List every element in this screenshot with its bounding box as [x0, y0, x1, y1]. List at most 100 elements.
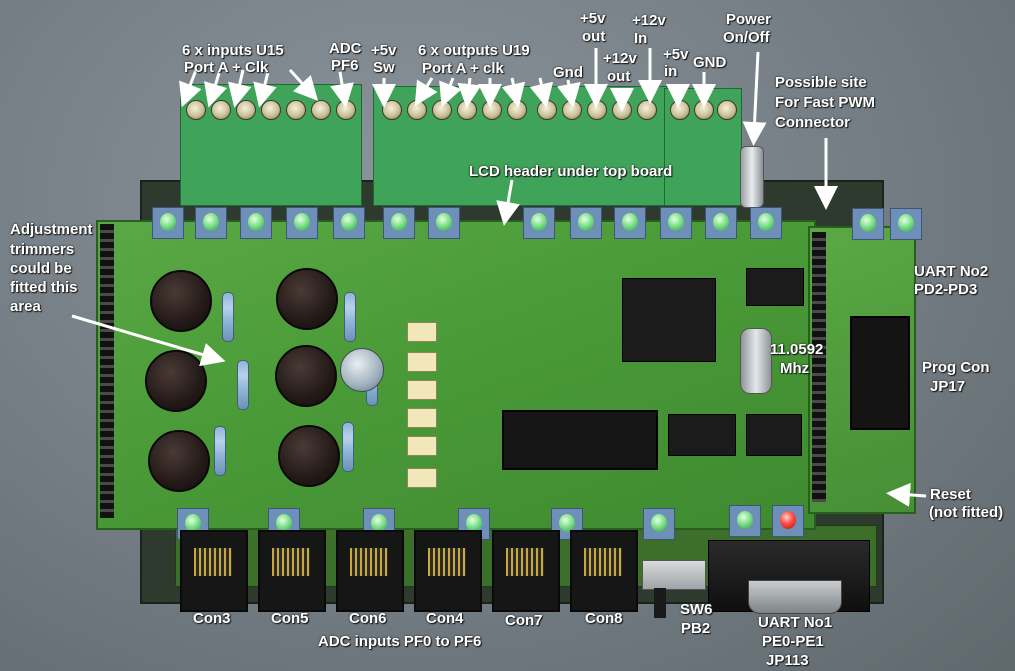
label-sw6-line2: PB2 [681, 620, 711, 637]
label-uart1-line1: UART No1 [758, 614, 833, 631]
power-inductor [145, 350, 207, 412]
led [705, 207, 737, 239]
power-inductor [278, 425, 340, 487]
led [660, 207, 692, 239]
label-port-a-clk: Port A + Clk [184, 59, 269, 76]
led [729, 505, 761, 537]
label-con6: Con6 [349, 610, 387, 627]
microcontroller-chip [622, 278, 716, 362]
ic-chip [746, 268, 804, 306]
label-fast-pwm-line3: Connector [775, 114, 850, 131]
ic-chip [746, 414, 802, 456]
led-red [772, 505, 804, 537]
led [428, 207, 460, 239]
label-reset-line1: Reset [930, 486, 971, 503]
label-12v-in-line1: +12v [632, 12, 666, 29]
optocoupler [407, 322, 437, 342]
main-pcb [96, 220, 816, 530]
label-5v-out-line1: +5v [580, 10, 606, 27]
power-inductor [150, 270, 212, 332]
led [286, 207, 318, 239]
led [195, 207, 227, 239]
label-adjust-line3: could be [10, 260, 72, 277]
resistor [237, 360, 249, 410]
led [570, 207, 602, 239]
sw6-actuator [654, 588, 666, 618]
label-12v-out-line1: +12v [603, 50, 637, 67]
led [890, 208, 922, 240]
label-5v-in-line1: +5v [663, 46, 689, 63]
rj-connector-con6 [336, 530, 404, 612]
label-gnd-2: GND [693, 54, 727, 71]
label-crystal-line1: 11.0592 [770, 341, 824, 358]
label-con7: Con7 [505, 612, 543, 629]
label-prog-con-line2: JP17 [930, 378, 966, 395]
label-adjust-line4: fitted this [10, 279, 78, 296]
label-uart2-line1: UART No2 [914, 263, 989, 280]
prog-connector-header [850, 316, 910, 430]
label-5v-in-line2: in [664, 63, 678, 80]
led [614, 207, 646, 239]
led [852, 208, 884, 240]
power-inductor [276, 268, 338, 330]
label-prog-con-line1: Prog Con [922, 359, 990, 376]
label-con4: Con4 [426, 610, 464, 627]
label-con3: Con3 [193, 610, 231, 627]
rj-connector-con7 [492, 530, 560, 612]
terminal-screw [717, 100, 737, 120]
dsub-shell [748, 580, 842, 614]
led [523, 207, 555, 239]
label-12v-out-line2: out [607, 68, 631, 85]
label-uart1-line3: JP113 [766, 652, 809, 669]
resistor [222, 292, 234, 342]
led [750, 207, 782, 239]
label-adjust-line5: area [10, 298, 41, 315]
led [383, 207, 415, 239]
ic-chip [668, 414, 736, 456]
label-power-line1: Power [726, 11, 772, 28]
led [643, 508, 675, 540]
optocoupler [407, 380, 437, 400]
label-outputs-u19: 6 x outputs U19 [418, 42, 530, 59]
rj-connector-con8 [570, 530, 638, 612]
terminal-screw [311, 100, 331, 120]
label-adc-inputs: ADC inputs PF0 to PF6 [318, 633, 482, 650]
optocoupler [407, 352, 437, 372]
label-fast-pwm-line2: For Fast PWM [775, 94, 875, 111]
label-fast-pwm-line1: Possible site [775, 74, 867, 91]
resistor [214, 426, 226, 476]
resistor [344, 292, 356, 342]
dip-socket [502, 410, 658, 470]
label-con8: Con8 [585, 610, 623, 627]
optocoupler [407, 468, 437, 488]
label-12v-in-line2: In [634, 30, 648, 47]
label-inputs-u15: 6 x inputs U15 [182, 42, 284, 59]
label-con5: Con5 [271, 610, 309, 627]
label-sw6-line1: SW6 [680, 601, 713, 618]
label-adjust-line2: trimmers [10, 241, 75, 258]
rj-connector-con4 [414, 530, 482, 612]
sw6-pushbutton[interactable] [642, 560, 706, 590]
label-5v-sw-line2: Sw [373, 59, 395, 76]
rj-connector-con5 [258, 530, 326, 612]
label-5v-sw-line1: +5v [371, 42, 397, 59]
power-toggle-switch[interactable] [740, 146, 764, 208]
label-5v-out-line2: out [582, 28, 606, 45]
pin-header-strip [812, 232, 826, 502]
label-gnd-1: Gnd [553, 64, 583, 81]
optocoupler [407, 408, 437, 428]
label-crystal-line2: Mhz [780, 360, 810, 377]
power-inductor [275, 345, 337, 407]
label-port-a-clk-outputs: Port A + clk [422, 60, 504, 77]
pin-header-strip [100, 224, 114, 518]
label-uart2-line2: PD2-PD3 [914, 281, 978, 298]
led [152, 207, 184, 239]
label-power-line2: On/Off [723, 29, 770, 46]
label-adc-pf6-line1: ADC [329, 40, 362, 57]
crystal [740, 328, 772, 394]
optocoupler [407, 436, 437, 456]
label-uart1-line2: PE0-PE1 [762, 633, 824, 650]
power-inductor [148, 430, 210, 492]
